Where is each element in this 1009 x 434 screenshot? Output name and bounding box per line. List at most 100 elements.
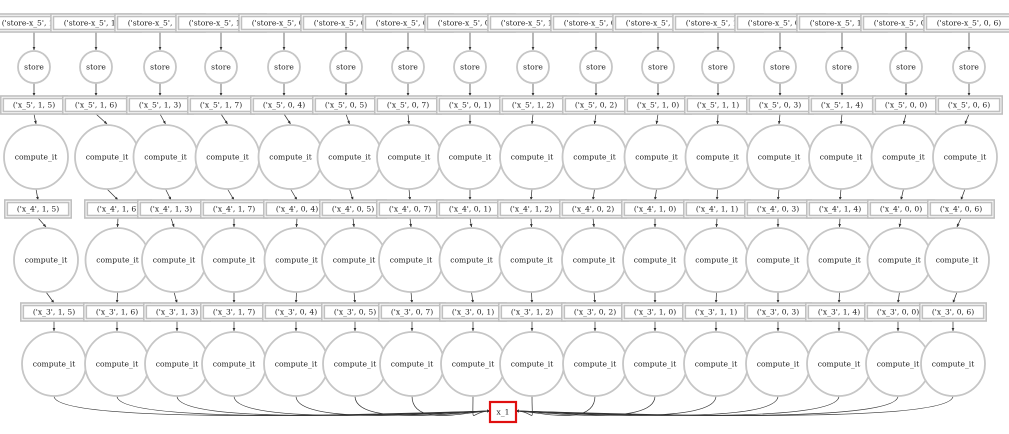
node-compute-it: compute_it xyxy=(141,227,207,293)
node-x4-label: ('x_4', 1, 1) xyxy=(696,205,738,214)
node-x4: ('x_4', 0, 4) xyxy=(263,199,331,219)
node-x5: ('x_5', 1, 1) xyxy=(684,95,752,115)
node-store-shape xyxy=(391,50,425,84)
node-x5: ('x_5', 0, 7) xyxy=(374,95,442,115)
edge-compute-to-x3 xyxy=(173,291,178,304)
node-x3-label: ('x_3', 1, 6) xyxy=(96,308,138,317)
edge-x5-to-compute xyxy=(283,113,291,125)
node-compute-it: compute_it xyxy=(683,227,750,293)
node-source-store-x5-label: ('store-x_5', 0, 6) xyxy=(937,19,1002,28)
node-x5-label: ('x_5', 0, 0) xyxy=(885,101,927,110)
edge-compute-to-x4 xyxy=(960,188,966,201)
node-source-store-x5-label: ('store-x_5', 0, 3) xyxy=(748,19,813,28)
node-compute-it-label: compute_it xyxy=(275,360,318,369)
node-store: store xyxy=(641,50,675,84)
node-x5: ('x_5', 0, 2) xyxy=(562,95,630,115)
node-x5-label: ('x_5', 1, 3) xyxy=(139,101,181,110)
node-x5-label: ('x_5', 0, 5) xyxy=(325,101,367,110)
node-compute-it: compute_it xyxy=(74,124,140,190)
node-compute-it-shape xyxy=(924,227,990,293)
node-compute-it-label: compute_it xyxy=(213,256,256,265)
node-x3: ('x_3', 1, 2) xyxy=(498,302,566,322)
edge-x5-to-compute xyxy=(716,113,720,125)
node-compute-it-label: compute_it xyxy=(936,256,979,265)
node-compute-it-label: compute_it xyxy=(213,360,256,369)
node-store-label: store xyxy=(211,63,231,72)
node-store-shape xyxy=(143,50,177,84)
edge-x4-to-compute xyxy=(715,217,719,228)
node-x5-inner-frame xyxy=(937,97,1001,113)
node-x5-label: ('x_5', 0, 4) xyxy=(263,101,305,110)
node-x4: ('x_4', 0, 0) xyxy=(867,199,935,219)
node-store-shape xyxy=(641,50,675,84)
node-store: store xyxy=(79,50,113,84)
node-compute-it: compute_it xyxy=(13,227,79,293)
node-x4: ('x_4', 1, 5) xyxy=(4,199,72,219)
node-store: store xyxy=(889,50,923,84)
edge-compute-to-sink xyxy=(472,395,491,416)
node-compute-it-label: compute_it xyxy=(634,360,677,369)
node-store-label: store xyxy=(336,63,356,72)
node-compute-it-label: compute_it xyxy=(757,360,800,369)
node-compute-it-label: compute_it xyxy=(449,153,492,162)
node-x5: ('x_5', 0, 5) xyxy=(312,95,380,115)
node-x3: ('x_3', 0, 3) xyxy=(744,302,812,322)
node-compute-it-label: compute_it xyxy=(758,153,801,162)
node-x4-label: ('x_4', 1, 7) xyxy=(213,205,255,214)
node-store-label: store xyxy=(896,63,916,72)
node-x3: ('x_3', 1, 7) xyxy=(200,302,268,322)
node-source-store-x5-label: ('store-x_5', 1, 0) xyxy=(626,19,691,28)
edge-x5-to-compute xyxy=(33,113,37,125)
edge-x5-to-compute xyxy=(159,113,166,125)
node-compute-it-label: compute_it xyxy=(269,153,312,162)
node-compute-it: compute_it xyxy=(745,227,811,293)
node-x4: ('x_4', 1, 7) xyxy=(200,199,268,219)
node-x3: ('x_3', 0, 0) xyxy=(864,302,932,322)
node-compute-it-label: compute_it xyxy=(25,256,68,265)
edge-compute-to-x3 xyxy=(115,291,119,304)
node-compute-it-label: compute_it xyxy=(33,360,76,369)
node-x4-label: ('x_4', 0, 0) xyxy=(880,205,922,214)
edge-compute-to-sink xyxy=(295,395,491,416)
edge-compute-to-x3 xyxy=(952,291,958,304)
node-x4: ('x_4', 1, 4) xyxy=(806,199,874,219)
node-compute-it-label: compute_it xyxy=(573,256,616,265)
node-x4-label: ('x_4', 0, 1) xyxy=(449,205,491,214)
node-x4-label: ('x_4', 1, 6) xyxy=(97,205,139,214)
node-store-shape xyxy=(516,50,550,84)
edge-compute-to-x4 xyxy=(900,188,904,201)
node-x4-label: ('x_4', 1, 4) xyxy=(819,205,861,214)
node-x5-label: ('x_5', 0, 2) xyxy=(575,101,617,110)
node-compute-it: compute_it xyxy=(21,331,87,397)
node-compute-it: compute_it xyxy=(622,331,688,397)
node-store-label: store xyxy=(708,63,728,72)
node-compute-it-label: compute_it xyxy=(877,360,920,369)
edge-compute-to-x4 xyxy=(529,188,533,201)
node-compute-it: compute_it xyxy=(201,331,267,397)
edge-x5-to-compute xyxy=(655,113,659,125)
sink-frame xyxy=(488,400,518,424)
node-store: store xyxy=(391,50,425,84)
node-compute-it-label: compute_it xyxy=(695,256,738,265)
edge-x4-to-compute xyxy=(116,217,120,228)
node-compute-it: compute_it xyxy=(132,124,199,190)
node-compute-it: compute_it xyxy=(498,227,565,293)
node-x5: ('x_5', 1, 5) xyxy=(0,95,68,115)
node-store: store xyxy=(204,50,238,84)
node-compute-it-label: compute_it xyxy=(944,153,987,162)
node-x3-label: ('x_3', 1, 2) xyxy=(511,308,553,317)
node-store-shape xyxy=(453,50,487,84)
edge-x5-to-compute xyxy=(345,113,350,125)
node-compute-it: compute_it xyxy=(684,124,751,190)
node-compute-it-label: compute_it xyxy=(206,153,249,162)
edge-x4-to-compute xyxy=(838,217,842,228)
node-x5-label: ('x_5', 1, 6) xyxy=(75,101,117,110)
node-compute-it-label: compute_it xyxy=(334,360,377,369)
edge-x4-to-compute xyxy=(956,217,962,228)
node-store-label: store xyxy=(86,63,106,72)
node-store: store xyxy=(143,50,177,84)
node-compute-it-label: compute_it xyxy=(96,360,139,369)
edge-x4-to-compute xyxy=(529,217,533,228)
node-compute-it-label: compute_it xyxy=(156,360,199,369)
node-source-store-x5-label: ('store-x_5', 0, 7) xyxy=(376,19,441,28)
